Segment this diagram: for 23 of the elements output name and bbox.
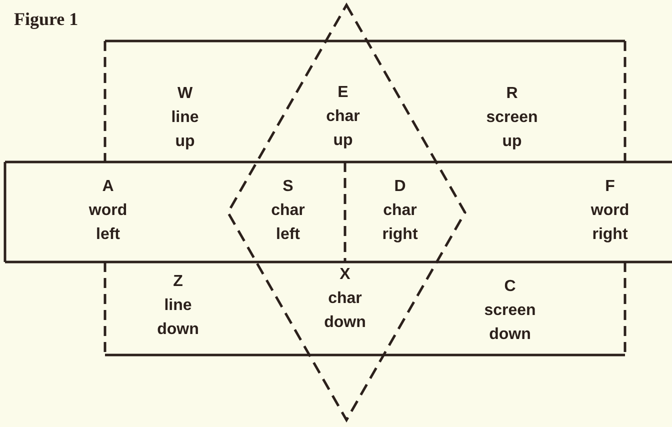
key-function-label: char down xyxy=(324,289,366,333)
key-function-label: word right xyxy=(590,201,630,245)
key-letter: X xyxy=(340,265,350,285)
key-function-label: line down xyxy=(157,296,199,340)
dashed-diamond xyxy=(228,5,465,420)
key-letter: D xyxy=(394,177,406,197)
figure-title: Figure 1 xyxy=(14,9,78,30)
key-letter: S xyxy=(282,177,294,197)
key-letter: E xyxy=(338,83,348,103)
key-function-label: word left xyxy=(88,201,128,245)
key-letter: A xyxy=(102,177,114,197)
key-letter: C xyxy=(504,277,516,297)
key-function-label: char right xyxy=(382,201,418,245)
key-letter: F xyxy=(605,177,615,197)
key-letter: Z xyxy=(173,272,183,292)
key-letter: W xyxy=(177,84,193,104)
horizontal-band xyxy=(5,162,672,262)
key-function-label: screen up xyxy=(486,108,538,152)
key-function-label: line up xyxy=(171,108,199,152)
key-function-label: char up xyxy=(326,107,360,151)
key-function-label: char left xyxy=(271,201,305,245)
key-letter: R xyxy=(506,84,518,104)
key-function-label: screen down xyxy=(484,301,536,345)
